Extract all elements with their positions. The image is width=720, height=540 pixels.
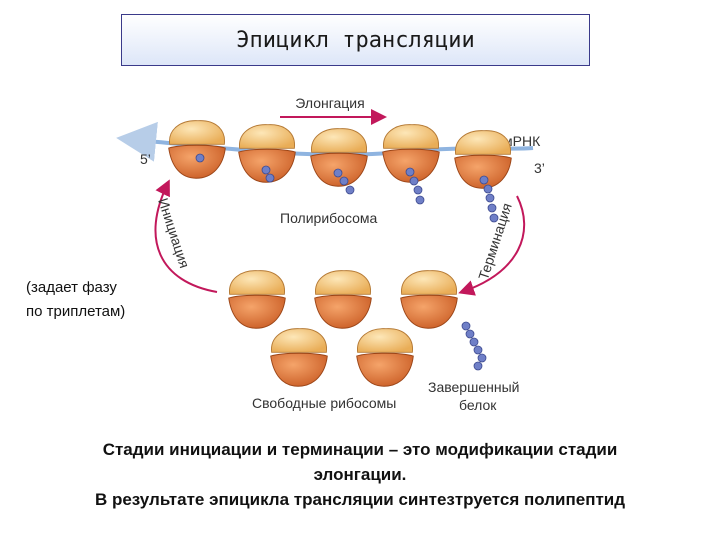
free-ribosome [228, 270, 286, 329]
side-note: (задает фазу по триплетам) [26, 276, 125, 324]
free-ribosomes-label: Свободные рибосомы [252, 395, 396, 411]
free-ribosome [356, 328, 414, 387]
free-ribosome [314, 270, 372, 329]
mrna-label: мРНК [503, 133, 541, 149]
termination-label: Терминация [475, 201, 515, 282]
elongation-label: Элонгация [295, 95, 364, 111]
free-ribosome [270, 328, 328, 387]
nascent-peptides [195, 153, 499, 223]
side-note-line: (задает фазу [26, 279, 117, 296]
polyribosome-ribosome [310, 128, 368, 187]
caption-line: элонгации. [313, 465, 407, 484]
slide-title: Эпицикл трансляции [121, 14, 590, 66]
initiation-label: Инициация [155, 196, 193, 270]
five-prime-label: 5’ [140, 151, 151, 167]
caption-line: В результате эпицикла трансляции синтезт… [94, 490, 626, 509]
polyribosome-label: Полирибосома [280, 210, 378, 226]
three-prime-label: 3’ [534, 160, 545, 176]
caption: Стадии инициации и терминации – это моди… [0, 437, 720, 512]
polyribosome-ribosome [168, 120, 226, 179]
finished-protein-label-line2: белок [459, 397, 497, 413]
caption-line: Стадии инициации и терминации – это моди… [102, 440, 618, 459]
free-ribosome [400, 270, 458, 329]
termination-arrow [458, 195, 526, 296]
side-note-line: по триплетам) [26, 303, 126, 320]
finished-protein-label-line1: Завершенный [428, 379, 519, 395]
finished-protein-chain [461, 321, 487, 371]
initiation-arrow [154, 179, 218, 293]
